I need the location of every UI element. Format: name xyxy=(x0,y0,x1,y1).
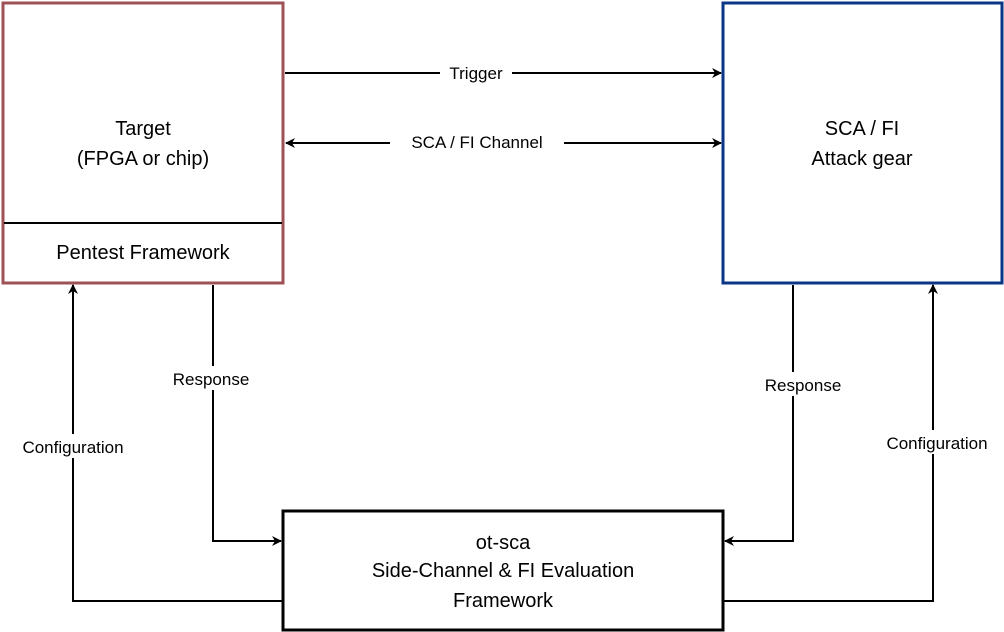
configuration-left-label: Configuration xyxy=(22,438,123,457)
sca-fi-channel-label: SCA / FI Channel xyxy=(411,133,542,152)
ot-sca-title: ot-sca xyxy=(476,532,531,554)
response-right-label: Response xyxy=(765,376,842,395)
trigger-edge: Trigger xyxy=(285,61,722,83)
ot-sca-node: ot-sca Side-Channel & FI Evaluation Fram… xyxy=(281,509,725,632)
ot-sca-subtitle: Side-Channel & FI Evaluation xyxy=(372,560,634,582)
ot-sca-subtitle-2: Framework xyxy=(453,590,554,612)
response-right-edge: Response xyxy=(724,285,854,546)
ot-sca-box xyxy=(281,509,725,632)
trigger-label: Trigger xyxy=(449,64,503,83)
response-left-edge: Response xyxy=(160,285,282,546)
attack-gear-box xyxy=(721,1,1004,285)
target-box xyxy=(1,1,285,285)
target-title: Target xyxy=(115,118,171,140)
configuration-right-label: Configuration xyxy=(886,434,987,453)
sca-fi-channel-edge: SCA / FI Channel xyxy=(285,130,722,152)
configuration-left-edge: Configuration xyxy=(6,284,283,602)
target-node: Target (FPGA or chip) Pentest Framework xyxy=(1,1,285,285)
target-subtitle: (FPGA or chip) xyxy=(77,148,209,170)
pentest-framework-label: Pentest Framework xyxy=(56,242,230,264)
attack-gear-title: SCA / FI xyxy=(825,118,899,140)
attack-gear-node: SCA / FI Attack gear xyxy=(721,1,1004,285)
response-left-label: Response xyxy=(173,370,250,389)
attack-gear-subtitle: Attack gear xyxy=(811,148,913,170)
configuration-right-edge: Configuration xyxy=(723,284,1003,602)
